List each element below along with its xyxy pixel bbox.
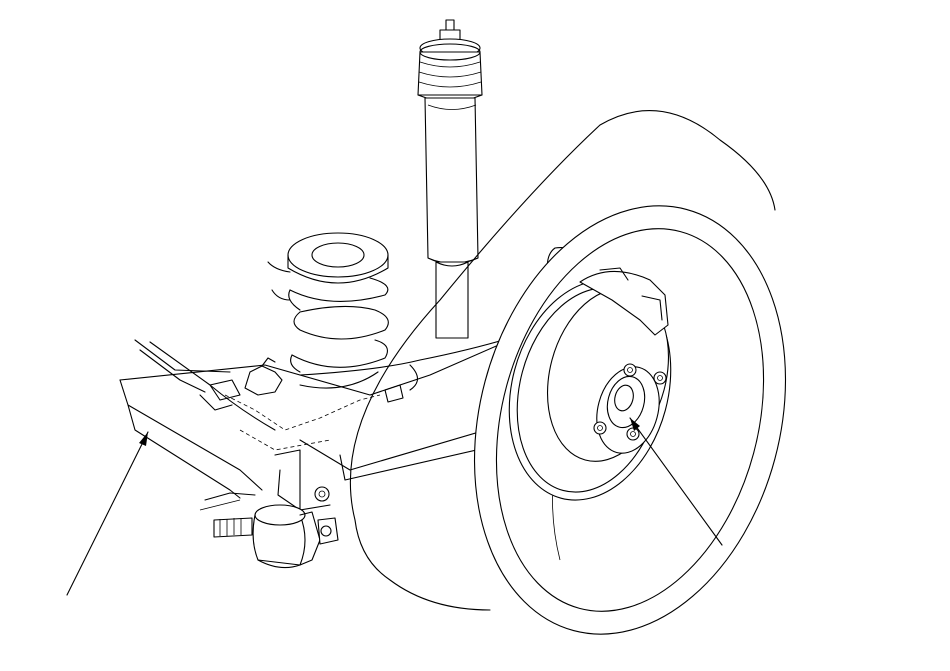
wheel-hub xyxy=(593,363,667,454)
leader-wheel-hub xyxy=(629,417,723,546)
hidden-contour xyxy=(224,394,381,431)
leader-axle-beam xyxy=(66,431,149,596)
shock-absorber xyxy=(417,19,483,339)
pivot-bushing xyxy=(213,449,339,569)
coil-spring xyxy=(267,232,389,389)
spring-seat xyxy=(244,365,283,396)
brake-caliper xyxy=(579,267,669,336)
wheel-studs xyxy=(593,363,667,441)
